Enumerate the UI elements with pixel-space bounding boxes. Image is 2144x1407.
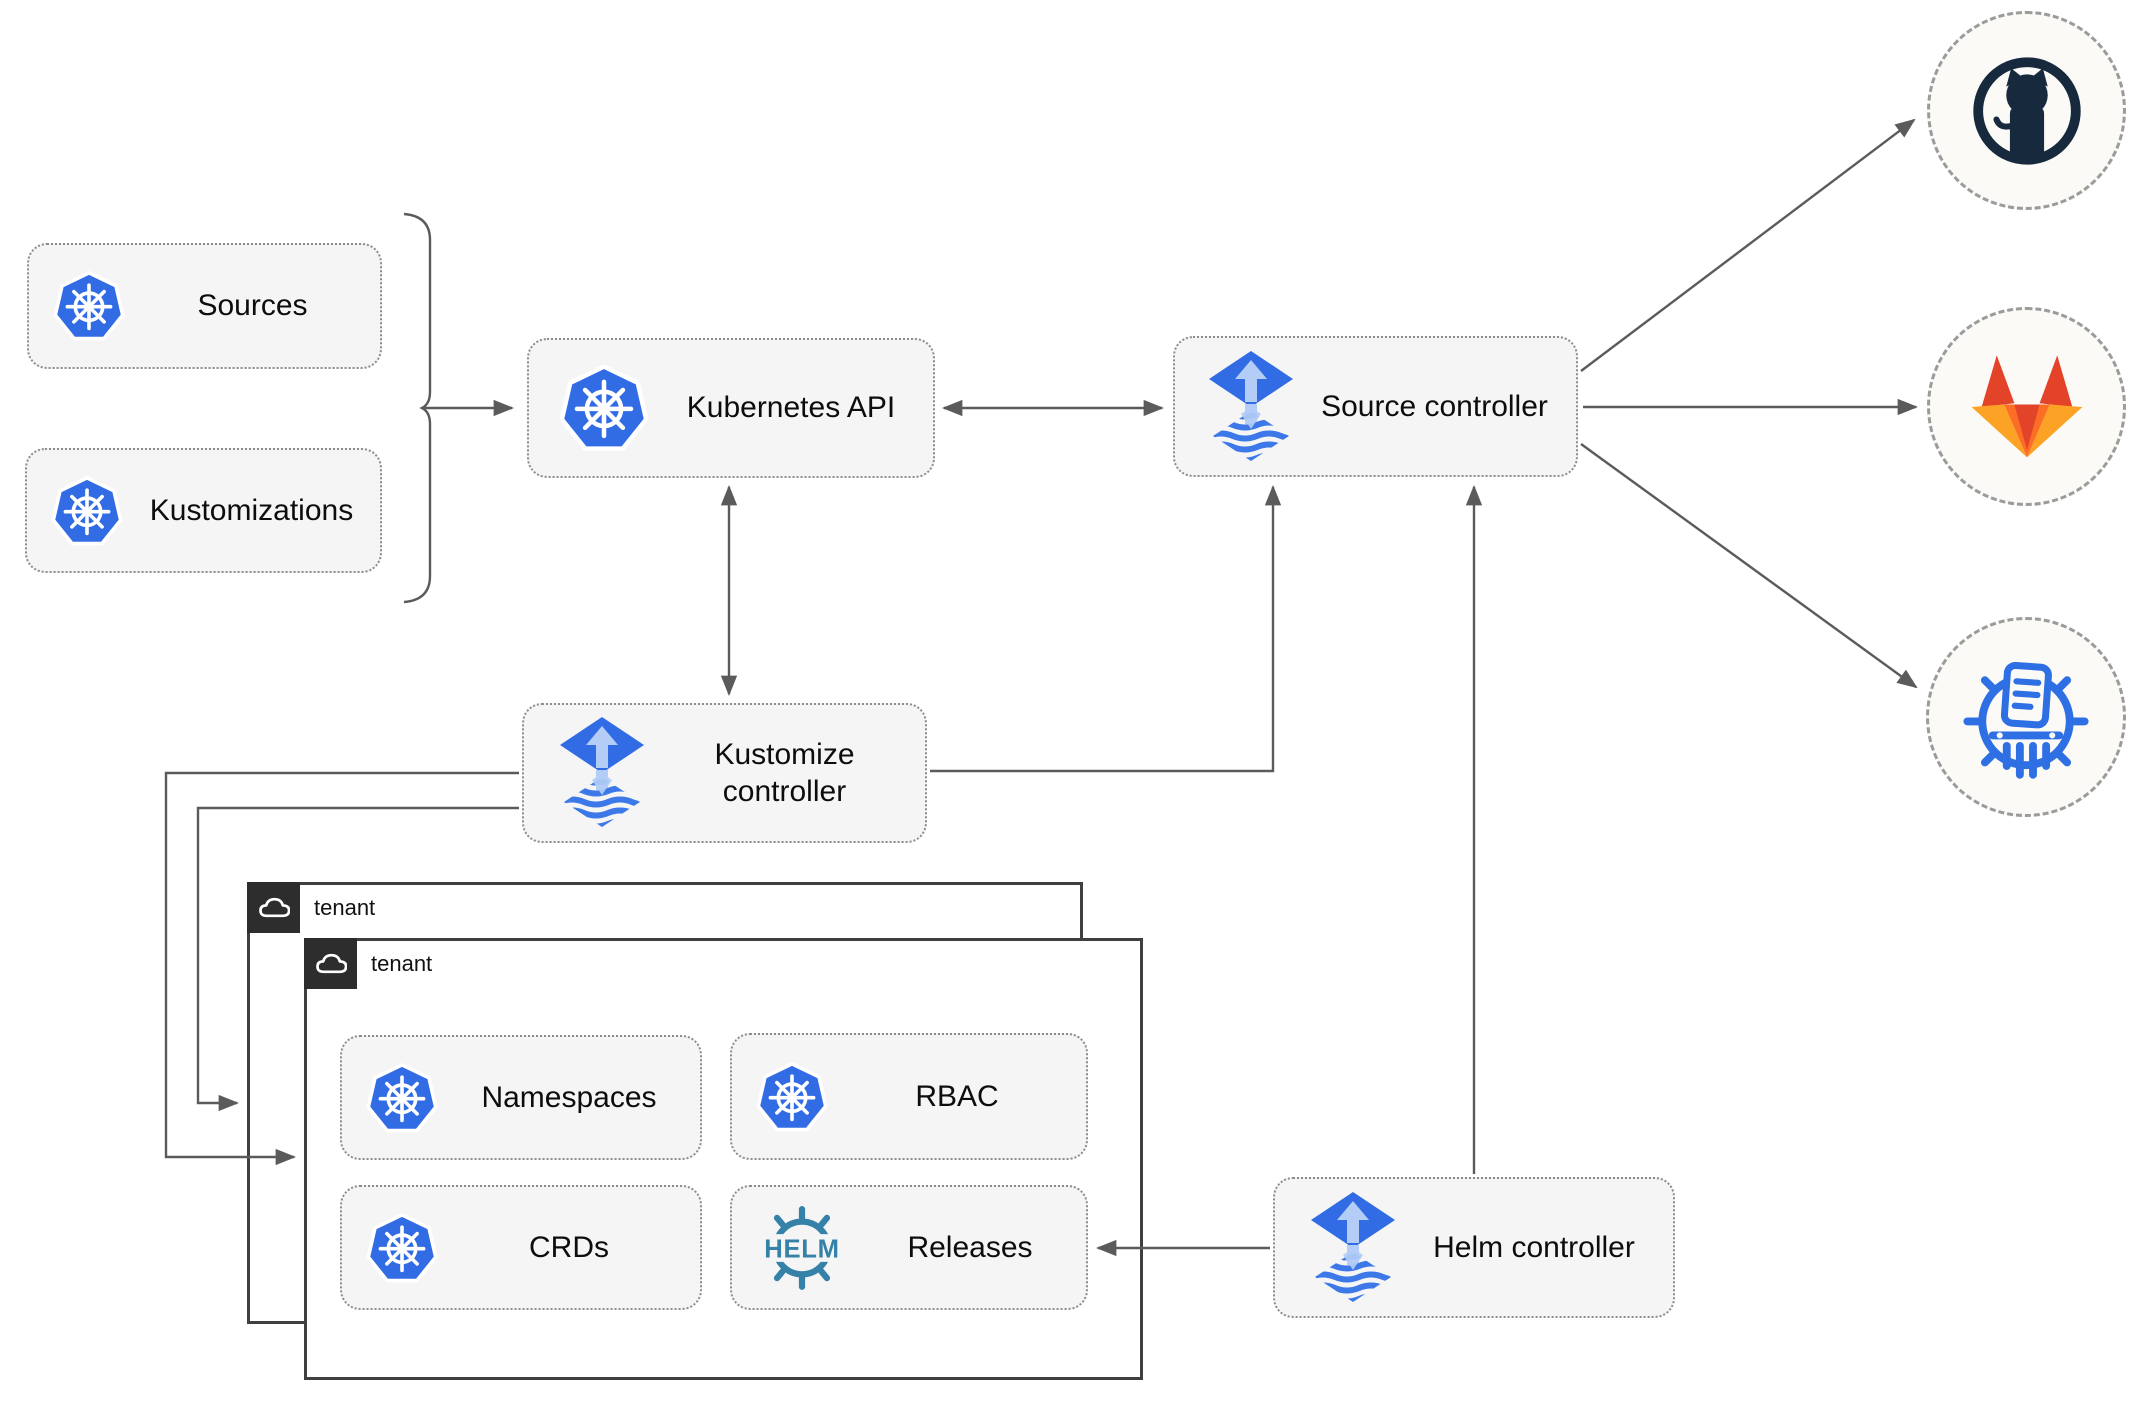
node-label: Kustomize controller	[714, 737, 855, 809]
node-namespaces: Namespaces	[340, 1035, 702, 1160]
tenant-inner-tab	[304, 938, 357, 989]
node-crds: CRDs	[340, 1185, 702, 1310]
edge-source-controller-github	[1580, 118, 1916, 372]
node-label: RBAC	[915, 1079, 999, 1113]
kubernetes-icon	[756, 1061, 828, 1132]
node-label: Releases	[907, 1230, 1033, 1264]
node-label: Source controller	[1321, 389, 1548, 423]
endpoint-github	[1927, 11, 2126, 210]
kubernetes-icon	[559, 364, 649, 452]
node-label: Sources	[197, 289, 308, 323]
node-kubernetes-api: Kubernetes API	[527, 338, 935, 478]
tenant-outer-tab	[247, 882, 300, 933]
node-label: Namespaces	[481, 1080, 657, 1114]
edge-bracket	[403, 212, 432, 604]
flux-icon	[1209, 351, 1293, 463]
cloud-icon	[315, 950, 347, 977]
node-releases: Releases	[730, 1185, 1088, 1310]
edge-source-controller-chartmuseum	[1580, 443, 1918, 689]
helm-icon	[750, 1202, 854, 1294]
node-label: Kustomizations	[149, 493, 354, 527]
kubernetes-icon	[366, 1062, 438, 1133]
tenant-outer-label: tenant	[314, 894, 376, 920]
node-label: Kubernetes API	[686, 391, 896, 425]
edge-kustomize-controller-source-controller	[930, 484, 1282, 773]
chartmuseum-icon	[1956, 647, 2096, 787]
node-kustomizations: Kustomizations	[25, 448, 382, 573]
flux-icon	[560, 717, 644, 829]
kubernetes-icon	[51, 475, 123, 546]
node-rbac: RBAC	[730, 1033, 1088, 1160]
github-icon	[1966, 50, 2088, 172]
kubernetes-icon	[366, 1212, 438, 1283]
node-helm-controller: Helm controller	[1273, 1177, 1675, 1318]
node-label: Helm controller	[1433, 1230, 1635, 1264]
kubernetes-icon	[53, 271, 125, 341]
node-source-controller: Source controller	[1173, 336, 1578, 477]
node-label: CRDs	[529, 1230, 609, 1264]
tenant-inner-label: tenant	[371, 950, 433, 976]
gitlab-icon	[1964, 349, 2090, 465]
cloud-icon	[258, 894, 290, 921]
node-sources: Sources	[27, 243, 382, 369]
endpoint-chartmuseum	[1926, 617, 2126, 817]
flux-icon	[1311, 1192, 1395, 1304]
endpoint-gitlab	[1927, 307, 2126, 506]
node-kustomize-controller: Kustomize controller	[522, 703, 927, 843]
